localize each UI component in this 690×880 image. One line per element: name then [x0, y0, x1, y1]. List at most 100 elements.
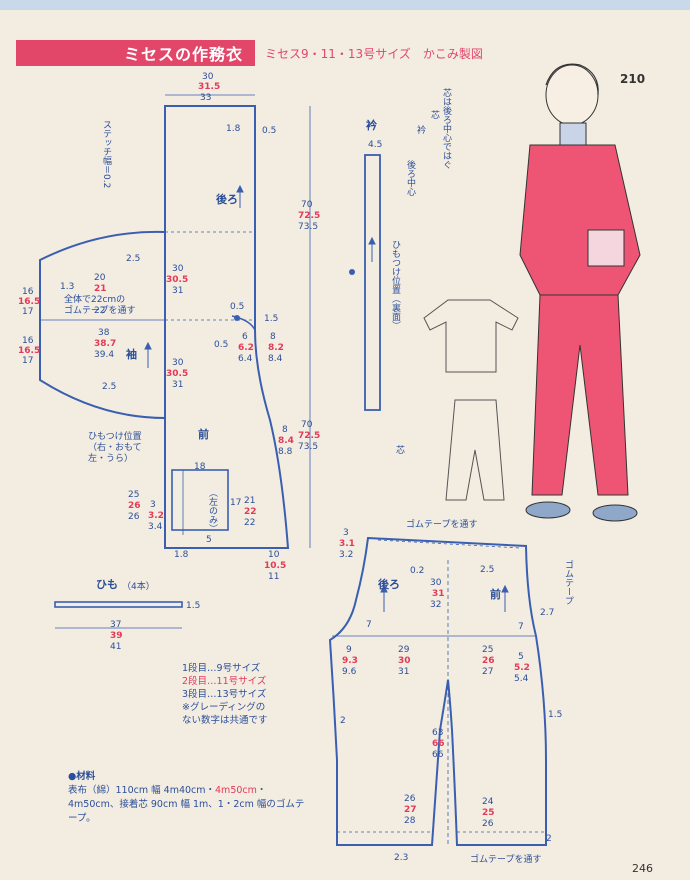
body-piece-outline — [164, 105, 290, 549]
gum-bottom-note: ゴムテープを通す — [470, 855, 542, 865]
dim-q2: 2 — [340, 716, 346, 726]
dim-p22r: 22 — [244, 507, 257, 517]
dim-q52: 5.2 — [514, 663, 530, 673]
model-illustration — [519, 63, 641, 522]
dim-q28: 28 — [404, 816, 416, 826]
dim-f8: 8 — [282, 425, 288, 435]
dim-s165a: 16.5 — [18, 297, 41, 307]
dim-q31b: 31 — [432, 589, 445, 599]
dim-len-735b: 73.5 — [298, 442, 319, 452]
dim-q32: 3.2 — [339, 550, 354, 560]
neck-point-mark — [234, 315, 240, 321]
dim-q32b: 32 — [430, 600, 442, 610]
dim-q54: 5.4 — [514, 674, 529, 684]
dim-q27c: 27 — [404, 805, 417, 815]
sleeve-label: 袖 — [126, 348, 137, 361]
dim-h41: 41 — [110, 642, 122, 652]
dim-p32: 3.2 — [148, 511, 164, 521]
himo-strip — [54, 601, 183, 608]
legend-line-1: 1段目…9号サイズ — [182, 663, 261, 674]
dim-q27: 2.7 — [540, 608, 555, 618]
dim-q24: 24 — [482, 797, 494, 807]
dim-b30b: 30 — [172, 358, 184, 368]
dim-len-725a: 72.5 — [298, 211, 321, 221]
dim-n6: 6 — [242, 332, 248, 342]
himo-position-note: ひもつけ位置 （右・おもて 左・うら） — [88, 432, 142, 464]
dim-b30a: 30 — [172, 264, 184, 274]
dim-q31: 3.1 — [339, 539, 355, 549]
materials-text-red: 4m50cm — [215, 785, 257, 796]
materials-text: 表布（綿）110cm 幅 4m40cm・4m50cm・4m50cm、接着芯 90… — [68, 784, 308, 826]
dim-q29: 29 — [398, 645, 410, 655]
dim-s387: 38.7 — [94, 339, 117, 349]
dim-q02: 0.2 — [410, 566, 425, 576]
dim-q23: 2.3 — [394, 853, 409, 863]
dim-top-30: 30 — [202, 72, 214, 82]
dim-n15: 1.5 — [264, 314, 279, 324]
dim-f88: 8.8 — [278, 447, 293, 457]
dim-q30: 30 — [430, 578, 442, 588]
dim-q66: 66 — [432, 739, 445, 749]
collar-note-shin: 芯 — [429, 110, 439, 119]
dim-n82: 8.2 — [268, 343, 284, 353]
top-strip — [0, 0, 690, 10]
dim-s17b: 17 — [22, 356, 34, 366]
materials-text-a: 表布（綿）110cm 幅 4m40cm・ — [68, 785, 216, 796]
dim-q27b: 27 — [482, 667, 494, 677]
dim-p18a: 18 — [194, 462, 206, 472]
dim-s16a: 16 — [22, 287, 34, 297]
dim-q2b: 2 — [546, 834, 552, 844]
pocket-outline — [171, 469, 229, 531]
dim-18a: 1.8 — [226, 124, 241, 134]
dim-b31a: 31 — [172, 286, 184, 296]
dim-p11: 11 — [268, 572, 280, 582]
dim-b305a: 30.5 — [166, 275, 189, 285]
dim-collar-45: 4.5 — [368, 140, 383, 150]
legend-line-4: ※グレーディングの — [182, 702, 266, 713]
dim-s38: 38 — [98, 328, 110, 338]
collar-shin-label: 芯 — [396, 446, 406, 456]
dim-q26c: 26 — [482, 819, 494, 829]
dim-s25a: 2.5 — [126, 254, 141, 264]
collar-label: 衿 — [366, 119, 377, 132]
dim-p26r: 26 — [128, 501, 141, 511]
legend: 1段目…9号サイズ 2段目…11号サイズ 3段目…13号サイズ ※グレーディング… — [182, 662, 268, 727]
page-number: 246 — [632, 862, 653, 875]
dim-q9: 9 — [346, 645, 352, 655]
dim-q66b: 66 — [432, 750, 444, 760]
dim-p3: 3 — [150, 500, 156, 510]
dim-n05a: 0.5 — [230, 302, 245, 312]
dim-s165b: 16.5 — [18, 346, 41, 356]
dim-s394: 39.4 — [94, 350, 115, 360]
dim-p17: 17 — [230, 498, 242, 508]
dim-p21: 21 — [244, 496, 256, 506]
dim-n64: 6.4 — [238, 354, 253, 364]
dim-len-735a: 73.5 — [298, 222, 319, 232]
dim-q25b: 25 — [482, 645, 494, 655]
dim-q25c: 25 — [482, 808, 495, 818]
dim-q31c: 31 — [398, 667, 410, 677]
materials-text-b: ・4m50cm、接着芯 90cm 幅 1m、1・2cm 幅のゴムテープ。 — [68, 785, 305, 824]
collar-note-main: 芯は後ろ中心ではぐ — [441, 88, 451, 169]
legend-line-2: 2段目…11号サイズ — [182, 676, 267, 687]
dim-s22: 22 — [94, 306, 106, 316]
legend-line-5: ない数字は共通です — [182, 715, 268, 726]
dim-p105: 10.5 — [264, 561, 287, 571]
header-banner: ミセスの作務衣 ミセス9・11・13号サイズ かこみ製図 — [16, 40, 512, 66]
collar-button-mark — [349, 269, 355, 275]
himo-count: （4本） — [122, 582, 155, 592]
collar-back-center: 後ろ中心 — [405, 160, 415, 196]
dim-q7b: 7 — [518, 622, 524, 632]
dim-s16b: 16 — [22, 336, 34, 346]
dim-q96: 9.6 — [342, 667, 357, 677]
collar-outline — [364, 154, 381, 411]
page-reference: 210 — [620, 72, 646, 86]
dim-q63: 63 — [432, 728, 444, 738]
dim-p22: 22 — [244, 518, 256, 528]
dim-p34: 3.4 — [148, 522, 163, 532]
dim-p18b: 1.8 — [174, 550, 189, 560]
dim-q15: 1.5 — [548, 710, 563, 720]
dim-s13: 1.3 — [60, 282, 75, 292]
